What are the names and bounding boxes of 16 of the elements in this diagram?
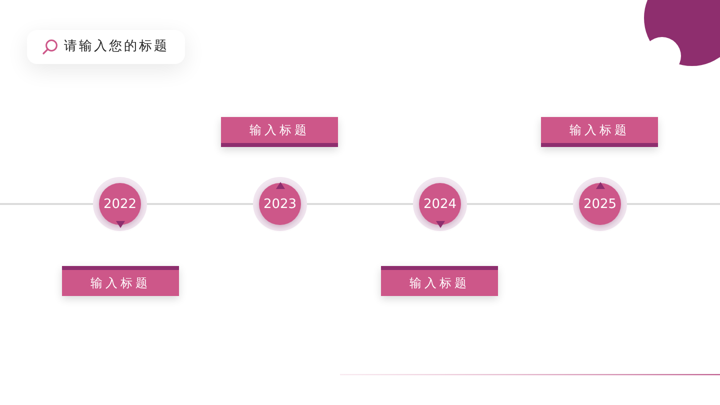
title-banner	[221, 117, 338, 147]
title-banner	[541, 117, 658, 147]
timeline-line	[147, 203, 253, 205]
year-text: 2022	[103, 196, 137, 212]
banner-text: 输入标题	[570, 122, 630, 138]
year-text: 2025	[583, 196, 617, 212]
banner-text: 输入标题	[410, 274, 470, 292]
banner-text: 输入标题	[250, 122, 310, 138]
title-banner	[381, 266, 498, 296]
timeline-line	[467, 203, 573, 205]
year-text: 2023	[263, 196, 297, 212]
title-text: 请输入您的标题	[64, 38, 169, 56]
year-text: 2024	[423, 196, 457, 212]
banner-text: 输入标题	[90, 274, 150, 292]
timeline-line	[307, 203, 413, 205]
title-banner	[62, 266, 179, 296]
